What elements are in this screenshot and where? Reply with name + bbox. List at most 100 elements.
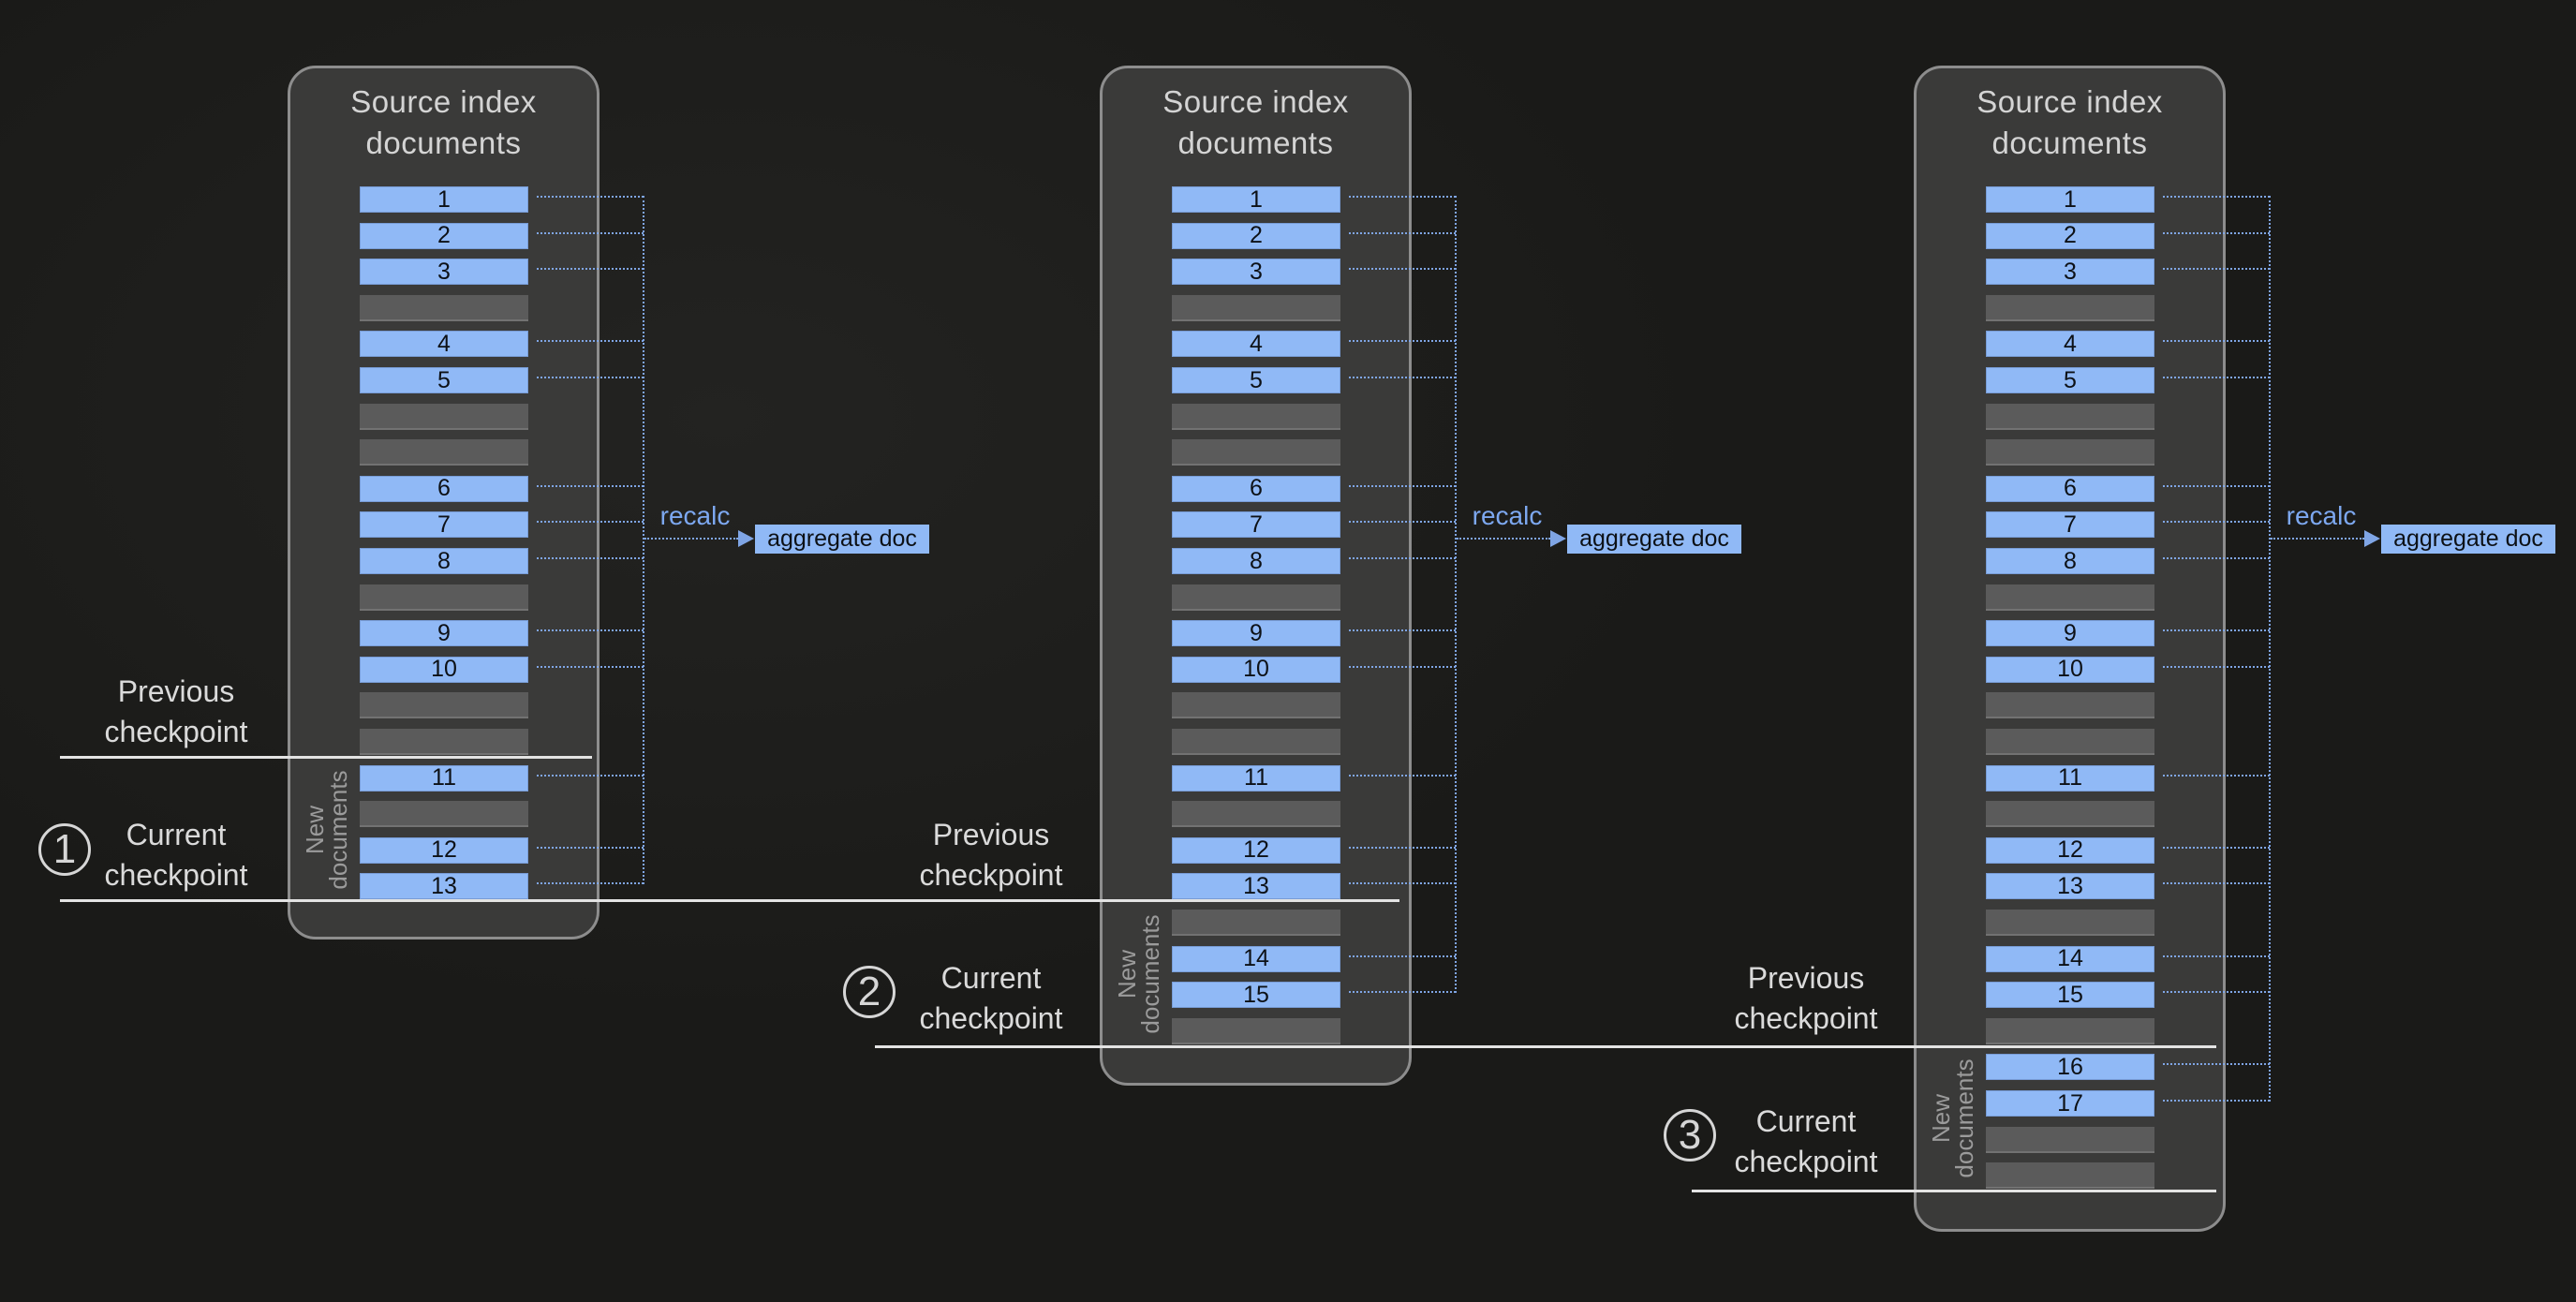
doc-connector	[1349, 557, 1456, 559]
empty-bar	[1986, 910, 2154, 936]
doc-bar: 5	[360, 367, 528, 393]
doc-connector	[2163, 340, 2270, 343]
empty-bar	[1172, 1017, 1340, 1044]
doc-connector	[2163, 629, 2270, 632]
previous-checkpoint-line-1: Previous	[1747, 961, 1865, 995]
doc-connector	[2163, 846, 2270, 849]
empty-bar	[1172, 584, 1340, 611]
doc-bar: 16	[1986, 1054, 2154, 1081]
previous-checkpoint-line-2: checkpoint	[104, 715, 248, 748]
doc-connector	[2163, 882, 2270, 885]
doc-connector	[1349, 991, 1456, 994]
doc-bar: 14	[1172, 945, 1340, 972]
doc-bar: 2	[1986, 222, 2154, 249]
recalc-arrow-line	[2271, 538, 2364, 540]
doc-connector	[1349, 268, 1456, 271]
doc-bar: 9	[360, 620, 528, 647]
doc-bar: 10	[1986, 656, 2154, 683]
panel-title-line-2: documents	[1177, 126, 1334, 160]
doc-connector	[1349, 665, 1456, 668]
doc-connector	[1349, 846, 1456, 849]
doc-bar: 17	[1986, 1090, 2154, 1117]
empty-bar	[360, 584, 528, 611]
doc-bar: 12	[360, 836, 528, 864]
doc-bar: 6	[1986, 475, 2154, 502]
doc-connector	[537, 557, 644, 559]
previous-checkpoint-line-2: checkpoint	[1734, 1001, 1878, 1035]
doc-connector	[1349, 231, 1456, 234]
doc-bar: 4	[1986, 331, 2154, 358]
connector-spine	[1455, 196, 1457, 994]
empty-bar	[1172, 692, 1340, 719]
doc-bar: 1	[360, 186, 528, 213]
checkpoint-badge-3: 3	[1664, 1109, 1716, 1161]
panel-title-line-1: Source index	[350, 84, 537, 119]
doc-connector	[2163, 991, 2270, 994]
doc-connector	[2163, 1063, 2270, 1066]
empty-bar	[360, 294, 528, 321]
doc-bar: 2	[1172, 222, 1340, 249]
doc-connector	[537, 484, 644, 487]
doc-connector	[2163, 1100, 2270, 1102]
doc-bar: 5	[1172, 367, 1340, 393]
doc-bar: 8	[1986, 548, 2154, 574]
doc-bar: 3	[1172, 259, 1340, 286]
empty-bar	[360, 439, 528, 466]
recalc-arrow-head	[2364, 530, 2380, 547]
checkpoint-badge-1: 1	[38, 823, 91, 876]
empty-bar	[1172, 910, 1340, 936]
empty-bar	[1986, 801, 2154, 828]
doc-bar: 15	[1172, 982, 1340, 1009]
connector-spine	[643, 196, 644, 885]
checkpoint-line-1	[60, 756, 592, 759]
current-checkpoint-line-2: checkpoint	[919, 1001, 1063, 1035]
empty-bar	[1172, 729, 1340, 755]
checkpoint-line-2	[60, 899, 1399, 902]
empty-bar	[1986, 729, 2154, 755]
recalc-arrow-line	[1457, 538, 1550, 540]
doc-connector	[537, 340, 644, 343]
doc-connector	[1349, 521, 1456, 524]
doc-bar: 1	[1172, 186, 1340, 213]
checkpoint-line-4	[1692, 1190, 2216, 1192]
empty-bar	[360, 692, 528, 719]
panel-title-line-2: documents	[1991, 126, 2148, 160]
current-checkpoint-line-2: checkpoint	[104, 858, 248, 892]
recalc-label: recalc	[2286, 501, 2357, 530]
doc-bar: 13	[1172, 873, 1340, 900]
doc-connector	[2163, 665, 2270, 668]
empty-bar	[360, 801, 528, 828]
doc-connector	[537, 231, 644, 234]
current-checkpoint-line-1: Current	[940, 961, 1042, 995]
doc-connector	[537, 377, 644, 378]
empty-bar	[1986, 584, 2154, 611]
doc-bar: 10	[360, 656, 528, 683]
aggregate-doc-box: aggregate doc	[1567, 525, 1741, 554]
doc-connector	[537, 846, 644, 849]
doc-bar: 8	[360, 548, 528, 574]
empty-bar	[1986, 403, 2154, 430]
doc-bar: 3	[1986, 259, 2154, 286]
empty-bar	[1172, 439, 1340, 466]
recalc-label: recalc	[1472, 501, 1543, 530]
checkpoint-badge-2: 2	[843, 966, 896, 1018]
current-checkpoint-line-2: checkpoint	[1734, 1145, 1878, 1178]
recalc-arrow-line	[644, 538, 738, 540]
doc-connector	[2163, 196, 2270, 198]
panel-title-line-1: Source index	[1162, 84, 1349, 119]
doc-connector	[1349, 629, 1456, 632]
doc-bar: 10	[1172, 656, 1340, 683]
empty-bar	[1986, 294, 2154, 321]
doc-connector	[537, 882, 644, 885]
doc-bar: 12	[1986, 836, 2154, 864]
doc-connector	[1349, 340, 1456, 343]
current-checkpoint-line-1: Current	[1755, 1104, 1857, 1138]
aggregate-doc-box: aggregate doc	[2381, 525, 2555, 554]
doc-connector	[2163, 774, 2270, 777]
doc-bar: 6	[1172, 475, 1340, 502]
